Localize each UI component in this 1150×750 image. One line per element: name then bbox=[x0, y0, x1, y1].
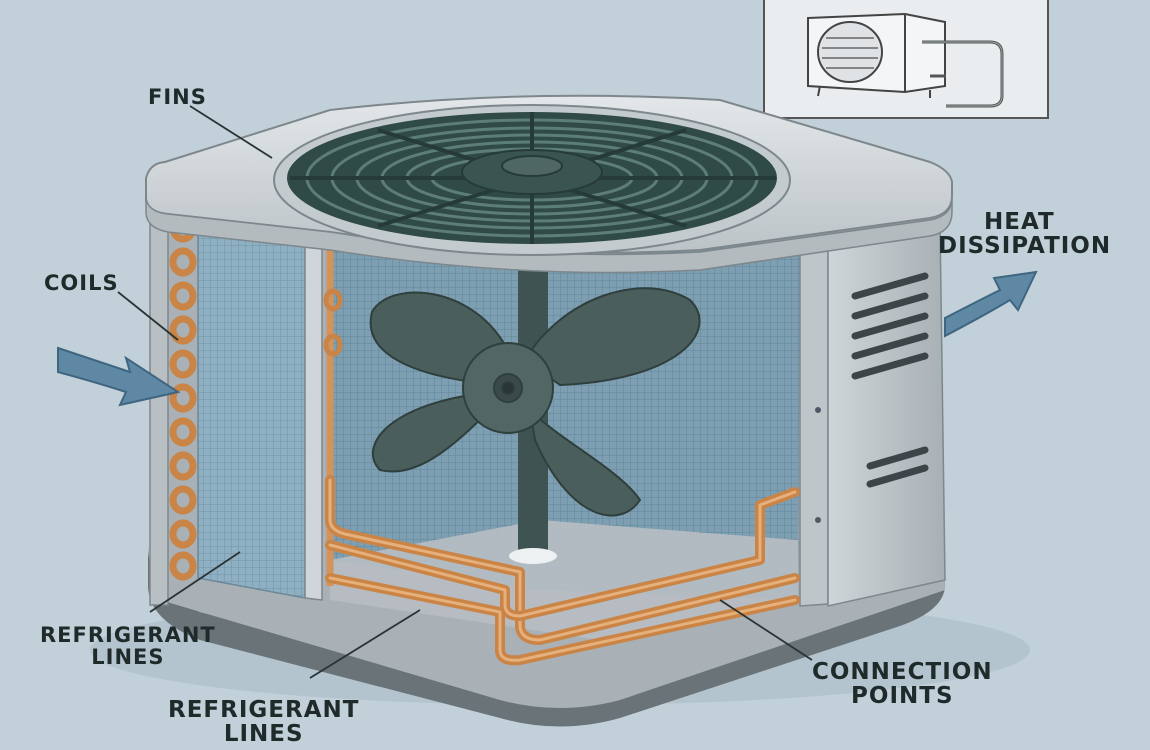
coil-fin-panel bbox=[197, 214, 306, 599]
arrow-right-icon bbox=[57, 346, 181, 407]
label-refrigerant-lines-left: REFRIGERANT LINES bbox=[40, 624, 216, 668]
coil-loops bbox=[169, 213, 197, 581]
label-coils-text: COILS bbox=[44, 271, 119, 295]
label-fins: FINS bbox=[148, 86, 207, 108]
refrigerant-lines bbox=[325, 475, 800, 666]
side-access-panel bbox=[827, 221, 946, 607]
label-heat-line2: DISSIPATION bbox=[938, 233, 1112, 260]
label-fins-text: FINS bbox=[148, 85, 207, 109]
label-connection-line1: CONNECTION bbox=[812, 659, 993, 685]
label-refrigerant-lines-bottom: REFRIGERANT LINES bbox=[168, 698, 359, 746]
outdoor-unit-icon bbox=[763, 0, 1049, 119]
label-connection-points: CONNECTION POINTS bbox=[812, 660, 993, 708]
fan-icon bbox=[369, 287, 701, 517]
vent-slots-upper bbox=[851, 272, 929, 380]
label-refrigerant-bottom-line2: LINES bbox=[223, 721, 304, 748]
label-refrigerant-bottom-line1: REFRIGERANT bbox=[168, 697, 360, 723]
label-heat-dissipation: HEAT DISSIPATION bbox=[938, 210, 1111, 258]
label-refrigerant-left-line2: LINES bbox=[91, 645, 165, 670]
label-connection-line2: POINTS bbox=[851, 683, 954, 710]
curved-arrow-up-right-icon bbox=[944, 270, 1038, 338]
leader-lines bbox=[117, 105, 813, 679]
label-refrigerant-left-line1: REFRIGERANT bbox=[40, 623, 216, 647]
label-heat-line1: HEAT bbox=[984, 209, 1055, 235]
fan-grille bbox=[273, 104, 791, 256]
label-coils: COILS bbox=[44, 272, 119, 294]
vent-slots-lower bbox=[866, 446, 929, 488]
